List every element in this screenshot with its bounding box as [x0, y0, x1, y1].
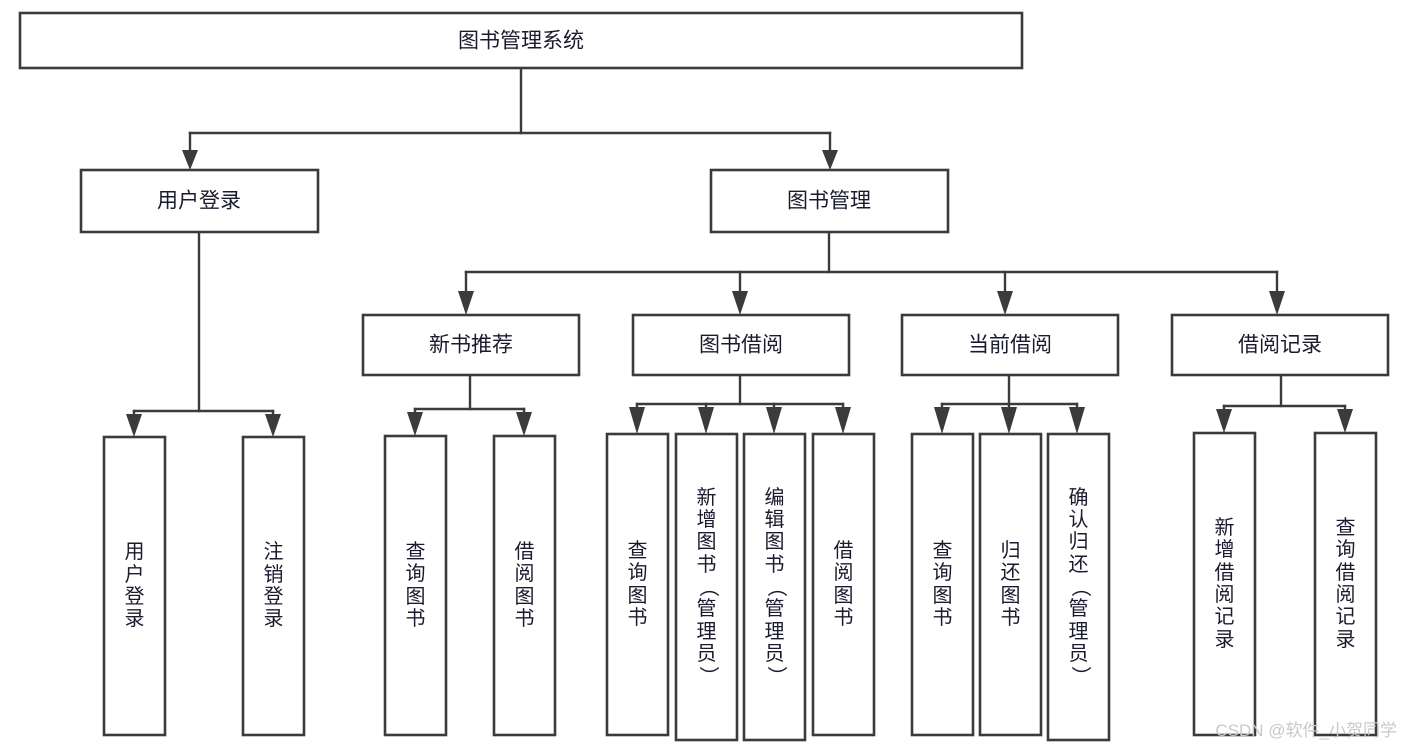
node-box-leaf-query-borrow-record[interactable]: [1313, 431, 1378, 737]
node-label-root: 图书管理系统: [458, 30, 584, 53]
node-box-leaf-user-logout[interactable]: [241, 435, 306, 737]
arrow-leaf-edit-book-admin: [766, 407, 782, 434]
arrow-leaf-borrow-book-2: [835, 407, 851, 434]
arrow-new-book-recommend: [458, 291, 474, 315]
arrow-leaf-return-book: [1001, 407, 1017, 434]
node-label-borrow-record: 借阅记录: [1238, 334, 1322, 357]
node-box-current-borrow[interactable]: [900, 313, 1120, 377]
connector-layer: [126, 66, 1353, 437]
node-box-new-book-recommend[interactable]: [361, 313, 581, 377]
arrow-leaf-query-book-2: [629, 407, 645, 434]
node-box-root[interactable]: [18, 11, 1024, 70]
arrow-leaf-confirm-return-admin: [1069, 407, 1085, 434]
arrow-book-manage: [822, 150, 838, 170]
node-box-leaf-confirm-return-admin[interactable]: [1046, 432, 1111, 742]
node-box-leaf-add-book-admin[interactable]: [674, 432, 739, 742]
node-box-book-borrow[interactable]: [631, 313, 851, 377]
node-box-leaf-borrow-book-1[interactable]: [492, 434, 557, 737]
arrow-leaf-add-book-admin: [698, 407, 714, 434]
node-box-leaf-add-borrow-record[interactable]: [1192, 431, 1257, 737]
arrow-leaf-user-login: [126, 414, 142, 437]
arrow-current-borrow: [997, 291, 1013, 315]
node-box-borrow-record[interactable]: [1170, 313, 1390, 377]
node-box-book-manage[interactable]: [709, 168, 950, 234]
arrow-leaf-borrow-book-1: [516, 412, 532, 436]
node-label-book-manage: 图书管理: [787, 190, 871, 213]
node-box-leaf-query-book-2[interactable]: [605, 432, 670, 737]
node-box-leaf-user-login[interactable]: [102, 435, 167, 737]
node-label-book-borrow: 图书借阅: [699, 334, 783, 357]
node-layer: 图书管理系统 用户登录 图书管理 新书推荐 图书借阅 当前借阅 借阅记录: [18, 11, 1390, 742]
arrow-leaf-query-borrow-record: [1337, 409, 1353, 433]
node-box-leaf-query-book-1[interactable]: [383, 434, 448, 737]
node-box-leaf-query-book-3[interactable]: [910, 432, 975, 737]
node-label-current-borrow: 当前借阅: [968, 334, 1052, 357]
node-box-leaf-return-book[interactable]: [978, 432, 1043, 737]
node-label-user-login: 用户登录: [157, 190, 241, 213]
arrow-book-borrow: [732, 291, 748, 315]
arrow-borrow-record: [1269, 291, 1285, 315]
node-box-user-login[interactable]: [79, 168, 320, 234]
node-label-new-book-recommend: 新书推荐: [429, 334, 513, 357]
node-box-leaf-borrow-book-2[interactable]: [811, 432, 876, 737]
arrow-leaf-add-borrow-record: [1216, 409, 1232, 433]
arrow-leaf-user-logout: [265, 414, 281, 437]
arrow-user-login: [182, 150, 198, 170]
node-box-leaf-edit-book-admin[interactable]: [742, 432, 807, 742]
arrow-leaf-query-book-3: [934, 407, 950, 434]
arrow-leaf-query-book-1: [407, 412, 423, 436]
